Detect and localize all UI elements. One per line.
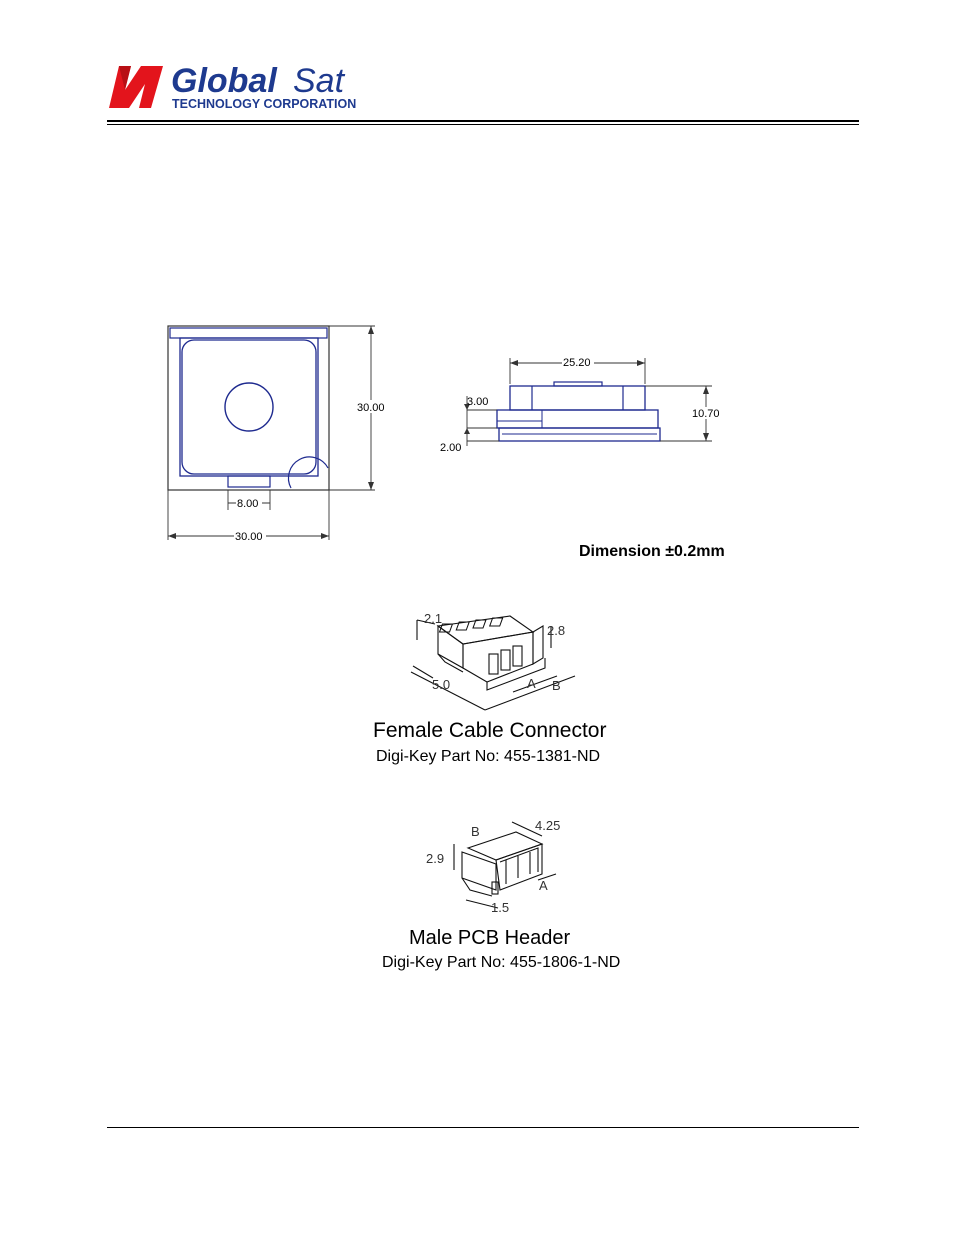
female-dim-b: B <box>552 678 561 693</box>
female-connector-title: Female Cable Connector <box>373 719 606 743</box>
dim-lower-label: 2.00 <box>440 442 461 454</box>
dim-height-label: 30.00 <box>357 402 385 414</box>
logo-brand-a: Global <box>171 62 278 100</box>
logo-tagline: TECHNOLOGY CORPORATION <box>172 97 356 111</box>
tolerance-note: Dimension ±0.2mm <box>579 543 725 561</box>
female-dim-2: 2.8 <box>547 623 565 638</box>
female-dim-1: 2.1 <box>424 611 442 626</box>
male-dim-a: A <box>539 878 548 893</box>
male-dim-b: B <box>471 824 480 839</box>
header-rule-thin <box>107 124 859 125</box>
male-dim-3: 1.5 <box>491 900 509 915</box>
patch-antenna-outline <box>180 338 318 476</box>
antenna-feed-circle <box>225 383 273 431</box>
dim-side-height-label: 10.70 <box>692 408 720 420</box>
globalsat-logo-mark: Global Sat TECHNOLOGY CORPORATION <box>107 60 367 112</box>
female-connector-drawing: 2.1 2.8 5.0 A B <box>405 606 580 718</box>
module-outline <box>168 326 329 490</box>
module-top-view-drawing: 30.00 8.00 30.00 <box>160 318 390 548</box>
footer-rule <box>107 1127 859 1128</box>
pcb-layer <box>497 410 658 428</box>
female-dim-3: 5.0 <box>432 677 450 692</box>
female-dim-a: A <box>527 676 536 691</box>
header-rule-thick <box>107 120 859 122</box>
antenna-block <box>510 386 645 410</box>
male-dim-2: 4.25 <box>535 818 560 833</box>
company-logo: Global Sat TECHNOLOGY CORPORATION <box>107 60 367 112</box>
dim-connector-label: 8.00 <box>237 498 258 510</box>
dim-upper-label: 3.00 <box>467 396 488 408</box>
dim-width-label: 30.00 <box>235 531 263 543</box>
dim-side-width-label: 25.20 <box>563 357 591 369</box>
female-connector-part-no: Digi-Key Part No: 455-1381-ND <box>376 748 600 766</box>
male-header-part-no: Digi-Key Part No: 455-1806-1-ND <box>382 954 620 972</box>
logo-brand-b: Sat <box>293 62 346 100</box>
male-header-title: Male PCB Header <box>409 927 570 950</box>
male-dim-1: 2.9 <box>426 851 444 866</box>
male-header-drawing: B 4.25 2.9 A 1.5 <box>420 814 570 916</box>
connector-outline <box>228 476 270 487</box>
module-side-view-drawing: 25.20 10.70 3.00 2.00 <box>436 350 726 460</box>
